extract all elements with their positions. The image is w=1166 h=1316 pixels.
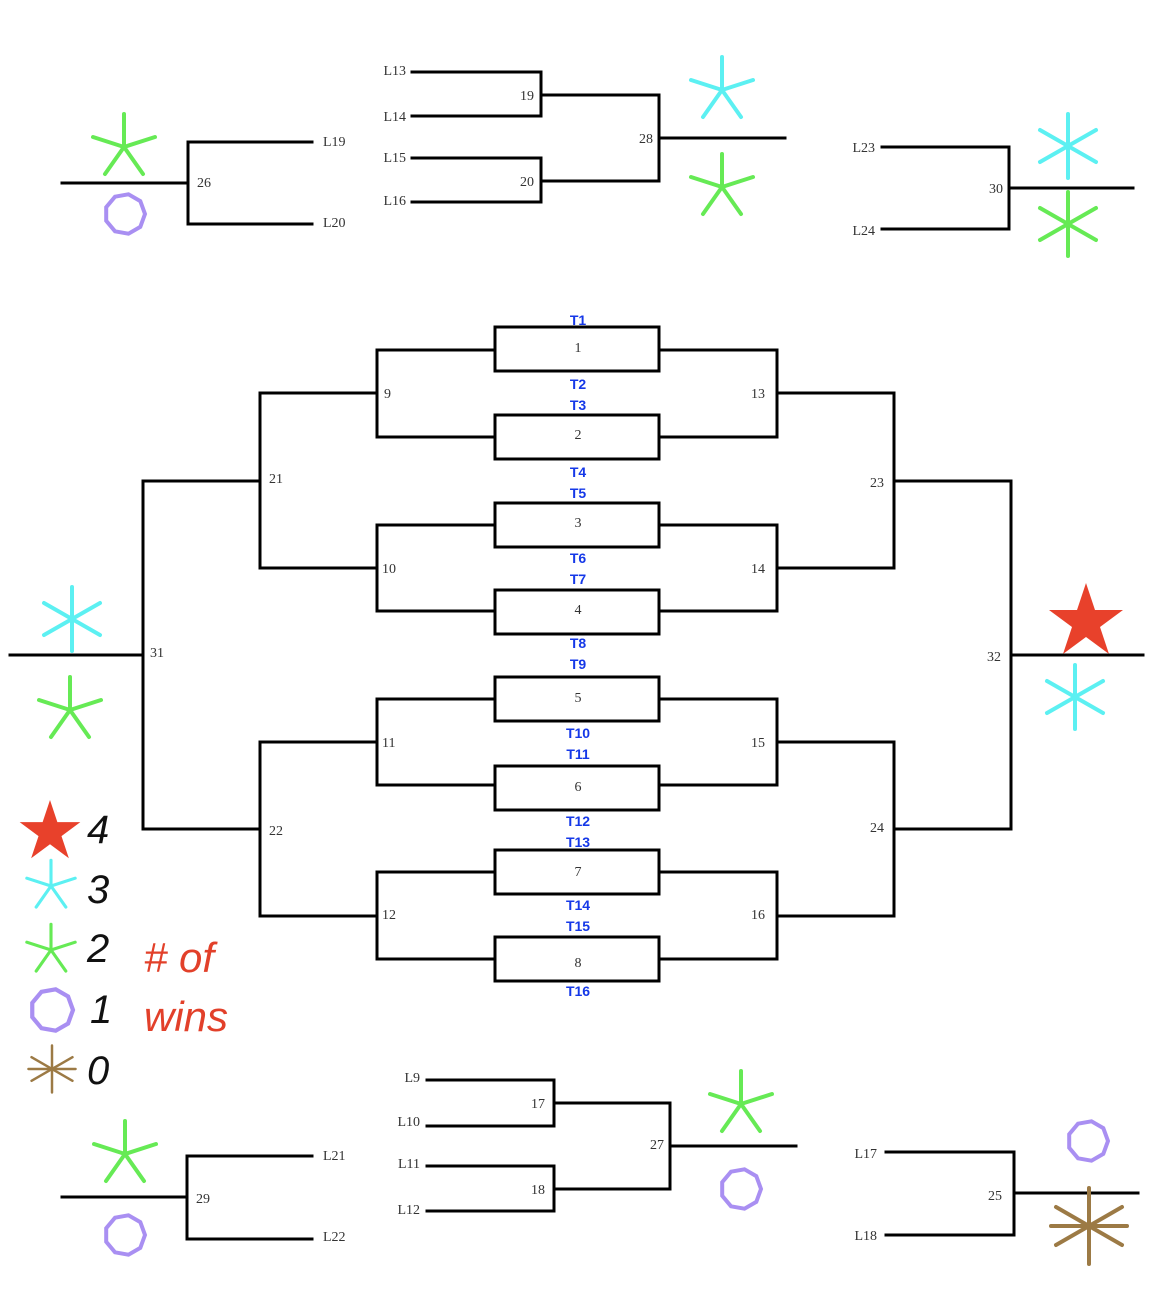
team-label: T3: [570, 397, 587, 413]
green-asterisk-icon: [708, 1069, 774, 1133]
match-number: 6: [575, 780, 582, 795]
match-number: 24: [870, 821, 884, 836]
purple-circle-icon: [104, 1213, 147, 1257]
match-number: 1: [575, 341, 582, 356]
team-label: T8: [570, 635, 587, 651]
match-number: 2: [575, 428, 582, 443]
green-asterisk-icon: [25, 922, 77, 973]
team-label: T15: [566, 918, 590, 934]
match-number: 5: [575, 691, 582, 706]
match-number: 7: [575, 865, 582, 880]
loser-label: L15: [383, 151, 406, 166]
consolation-bottom-lines: [60, 1078, 1140, 1241]
legend-count: 4: [87, 808, 109, 852]
legend-count: 1: [90, 988, 112, 1032]
legend-caption: wins: [144, 993, 228, 1040]
team-label: T6: [570, 550, 587, 566]
team-label: T4: [570, 464, 587, 480]
cyan-asterisk-icon: [689, 55, 755, 119]
loser-label: L9: [404, 1071, 420, 1086]
match-number: 19: [520, 89, 534, 104]
legend-count: 3: [87, 868, 109, 912]
match-number: 3: [575, 516, 582, 531]
loser-label: L13: [383, 64, 406, 79]
team-label: T2: [570, 376, 587, 392]
green-asterisk-icon: [91, 112, 157, 176]
purple-circle-icon: [32, 989, 73, 1030]
match-number: 28: [639, 132, 653, 147]
green-asterisk-icon: [37, 675, 103, 739]
match-number: 9: [384, 387, 391, 402]
red-star-icon: [1049, 583, 1123, 654]
match-number: 10: [382, 562, 396, 577]
red-star-icon: [19, 800, 81, 859]
team-label: T11: [566, 746, 590, 762]
match-number: 18: [531, 1183, 545, 1198]
match-number: 14: [751, 562, 765, 577]
match-number: 13: [751, 387, 765, 402]
brown-asterisk-icon: [27, 1044, 77, 1094]
green-asterisk-icon: [689, 152, 755, 216]
cyan-asterisk-icon: [42, 585, 102, 653]
team-label: T5: [570, 485, 587, 501]
match-number: 30: [989, 182, 1003, 197]
match-number: 27: [650, 1138, 664, 1153]
legend-count: 0: [87, 1049, 109, 1093]
team-label: T9: [570, 656, 587, 672]
match-number: 22: [269, 824, 283, 839]
match-number: 4: [575, 603, 582, 618]
cyan-asterisk-icon: [25, 858, 77, 909]
match-number: 32: [987, 650, 1001, 665]
loser-label: L18: [854, 1229, 877, 1244]
green-asterisk-icon: [92, 1119, 158, 1183]
team-label: T12: [566, 813, 590, 829]
legend-count: 2: [86, 927, 109, 971]
match-number: 21: [269, 472, 283, 487]
loser-label: L19: [323, 135, 346, 150]
match-number: 20: [520, 175, 534, 190]
purple-circle-icon: [720, 1167, 763, 1211]
match-number: 16: [751, 908, 765, 923]
team-label: T1: [570, 312, 587, 328]
match-number: 11: [382, 736, 395, 751]
loser-label: L12: [397, 1203, 420, 1218]
loser-label: L11: [398, 1157, 420, 1172]
brown-asterisk-icon: [1049, 1186, 1129, 1266]
loser-label: L14: [383, 110, 406, 125]
match-number: 29: [196, 1192, 210, 1207]
team-label: T16: [566, 983, 590, 999]
cyan-asterisk-icon: [1045, 663, 1105, 731]
match-number: 26: [197, 176, 211, 191]
loser-label: L20: [323, 216, 346, 231]
purple-circle-icon: [1067, 1119, 1110, 1163]
winners-bracket-lines: [8, 325, 1145, 983]
loser-label: L10: [397, 1115, 420, 1130]
match-number: 23: [870, 476, 884, 491]
loser-label: L23: [852, 141, 875, 156]
legend: 4 3 2 1 0 # of wins: [19, 800, 228, 1094]
loser-label: L21: [323, 1149, 346, 1164]
loser-label: L22: [323, 1230, 346, 1245]
team-label: T13: [566, 834, 590, 850]
legend-caption: # of: [144, 934, 218, 981]
match-number: 12: [382, 908, 396, 923]
match-number: 8: [575, 956, 582, 971]
team-label: T14: [566, 897, 590, 913]
purple-circle-icon: [104, 192, 147, 236]
loser-label: L16: [383, 194, 406, 209]
loser-label: L24: [852, 224, 875, 239]
team-label: T10: [566, 725, 590, 741]
green-asterisk-icon: [1038, 190, 1098, 258]
match-number: 17: [531, 1097, 545, 1112]
loser-label: L17: [854, 1147, 877, 1162]
consolation-top-lines: [60, 70, 1135, 231]
cyan-asterisk-icon: [1038, 112, 1098, 180]
match-number: 25: [988, 1189, 1002, 1204]
match-number: 31: [150, 646, 164, 661]
match-number: 15: [751, 736, 765, 751]
team-label: T7: [570, 571, 587, 587]
